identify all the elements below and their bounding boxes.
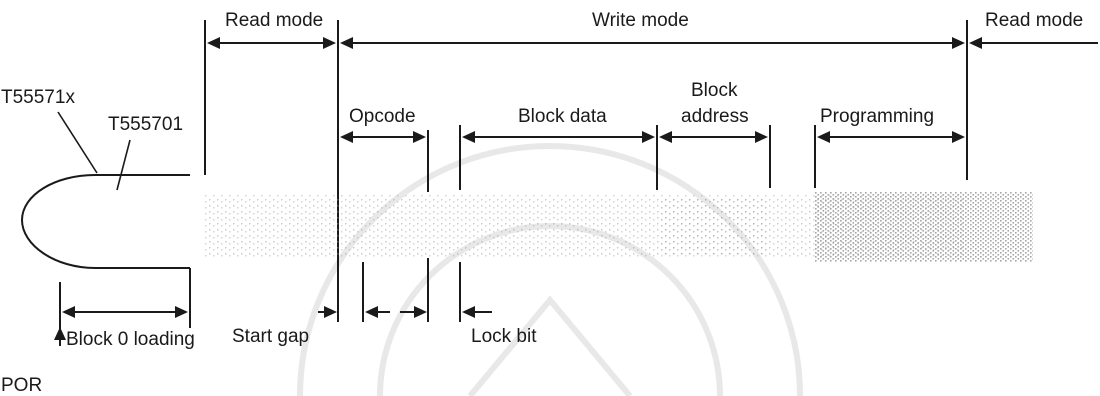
t55571x-label: T55571x (1, 87, 75, 108)
write-mode-arrow (340, 37, 965, 49)
opcode-label: Opcode (349, 106, 416, 127)
t555701-leader (116, 139, 131, 191)
block-address-label-line1: Block (691, 80, 738, 101)
write-mode-label: Write mode (592, 10, 689, 31)
read-mode-right-label: Read mode (985, 10, 1083, 31)
programming-arrow (817, 131, 965, 143)
programming-label: Programming (820, 106, 934, 127)
block0-loading-arrow (62, 306, 188, 318)
lock-bit-label: Lock bit (471, 326, 537, 347)
block-address-arrow (659, 131, 768, 143)
por-label: POR (1, 375, 42, 396)
read-mode-left-label: Read mode (225, 10, 323, 31)
block-address-label-line2: address (681, 106, 749, 127)
start-gap-arrows (318, 306, 427, 318)
t555701-label: T555701 (108, 114, 183, 135)
block-data-label: Block data (518, 106, 607, 127)
t55571x-leader (57, 111, 98, 174)
block-data-arrow (462, 131, 655, 143)
power-up-curve (20, 174, 190, 269)
por-arrow (54, 327, 66, 340)
opcode-arrow (340, 131, 426, 143)
read-mode-left-arrow (207, 37, 336, 49)
power-up-curve-dashed (150, 174, 192, 269)
lock-bit-arrow (462, 306, 492, 318)
read-mode-right-arrow (969, 37, 1098, 49)
rf-field-signal (205, 192, 1033, 262)
start-gap-label: Start gap (232, 326, 309, 347)
watermark-seal (297, 143, 803, 396)
block0-loading-label: Block 0 loading (66, 329, 195, 350)
